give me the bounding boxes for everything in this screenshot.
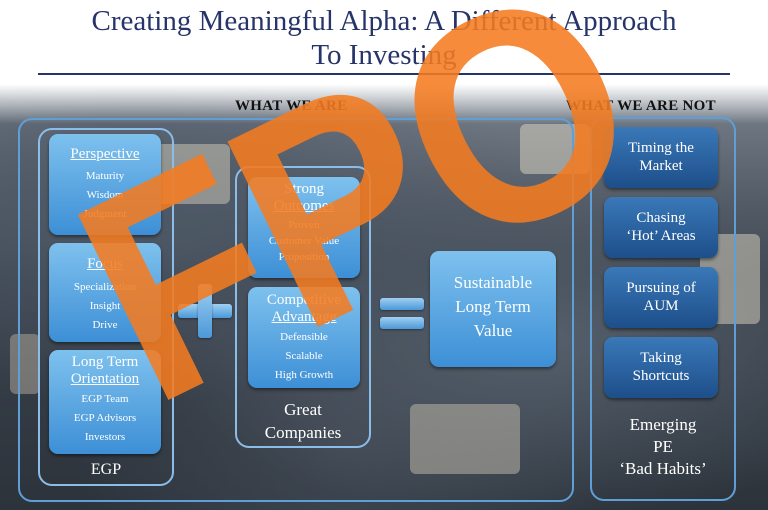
not-item-box: Chasing ‘Hot’ Areas: [604, 197, 718, 258]
equals-sign-top: [380, 298, 424, 310]
equals-sign-bottom: [380, 317, 424, 329]
not-item-line2: ‘Hot’ Areas: [626, 228, 696, 244]
strong-outcomes-item: Proposition: [278, 251, 330, 263]
perspective-box: Perspective Maturity Wisdom Judgment: [49, 134, 161, 235]
strong-outcomes-box: Strong Outcomes Proven Customer Value Pr…: [248, 177, 360, 278]
long-term-item: Investors: [84, 431, 126, 443]
background-paper: [10, 334, 40, 394]
perspective-item: Maturity: [85, 170, 125, 182]
title-underline: [38, 73, 730, 75]
strong-outcomes-title-line2: Outcomes: [273, 198, 335, 214]
competitive-advantage-title-line2: Advantage: [271, 309, 337, 325]
not-item-line1: Chasing: [636, 210, 686, 226]
not-item-line1: Timing the: [628, 140, 694, 156]
not-item-line2: AUM: [643, 298, 679, 314]
perspective-item: Judgment: [83, 208, 127, 220]
focus-item: Insight: [89, 300, 121, 312]
result-line2: Long Term: [455, 297, 531, 316]
page-title-line2: To Investing: [311, 39, 457, 71]
what-we-are-heading: WHAT WE ARE: [235, 98, 348, 114]
not-item-line1: Pursuing of: [626, 280, 696, 296]
not-item-line1: Taking: [640, 350, 682, 366]
not-item-box: Pursuing of AUM: [604, 267, 718, 328]
great-companies-frame: [235, 166, 371, 448]
long-term-item: EGP Advisors: [73, 412, 137, 424]
not-item-box: Timing the Market: [604, 127, 718, 188]
great-companies-label: Great Companies: [235, 398, 371, 444]
focus-item: Drive: [92, 319, 118, 331]
focus-box: Focus Specialization Insight Drive: [49, 243, 161, 342]
emerging-pe-label: Emerging PE ‘Bad Habits’: [590, 414, 736, 480]
result-line1: Sustainable: [453, 273, 533, 292]
emerging-line2: PE: [653, 437, 673, 456]
emerging-line3: ‘Bad Habits’: [619, 459, 707, 478]
great-companies-line2: Companies: [264, 423, 342, 442]
focus-item: Specialization: [73, 281, 137, 293]
competitive-advantage-item: Defensible: [280, 331, 328, 343]
plus-sign-vertical: [198, 284, 212, 338]
page-title-line1: Creating Meaningful Alpha: A Different A…: [91, 5, 677, 37]
strong-outcomes-item: Proven: [288, 219, 320, 231]
background-paper: [410, 404, 520, 474]
not-item-box: Taking Shortcuts: [604, 337, 718, 398]
strong-outcomes-item: Customer Value: [268, 235, 340, 247]
competitive-advantage-title-line1: Competitive: [266, 292, 342, 308]
not-item-line2: Market: [639, 158, 683, 174]
long-term-title-line2: Orientation: [70, 371, 140, 387]
egp-label: EGP: [90, 461, 122, 478]
focus-title: Focus: [87, 256, 123, 272]
egp-frame: [38, 128, 174, 486]
what-we-are-frame: [18, 118, 574, 502]
competitive-advantage-box: Competitive Advantage Defensible Scalabl…: [248, 287, 360, 388]
page-title: Creating Meaningful Alpha: A Different A…: [0, 4, 768, 72]
long-term-orientation-box: Long Term Orientation EGP Team EGP Advis…: [49, 350, 161, 454]
result-line3: Value: [473, 321, 513, 340]
long-term-item: EGP Team: [81, 393, 129, 405]
perspective-title: Perspective: [70, 146, 140, 162]
competitive-advantage-item: High Growth: [274, 369, 334, 381]
strong-outcomes-title-line1: Strong: [283, 181, 324, 197]
great-companies-line1: Great: [284, 400, 322, 419]
what-we-are-not-frame: [590, 117, 736, 501]
sustainable-value-box: Sustainable Long Term Value: [430, 251, 556, 367]
not-item-line2: Shortcuts: [632, 368, 690, 384]
perspective-item: Wisdom: [86, 189, 124, 201]
background-paper: [520, 124, 590, 174]
emerging-line1: Emerging: [629, 415, 697, 434]
long-term-title-line1: Long Term: [71, 354, 139, 370]
what-we-are-not-heading: WHAT WE ARE NOT: [566, 98, 716, 114]
competitive-advantage-item: Scalable: [285, 350, 323, 362]
